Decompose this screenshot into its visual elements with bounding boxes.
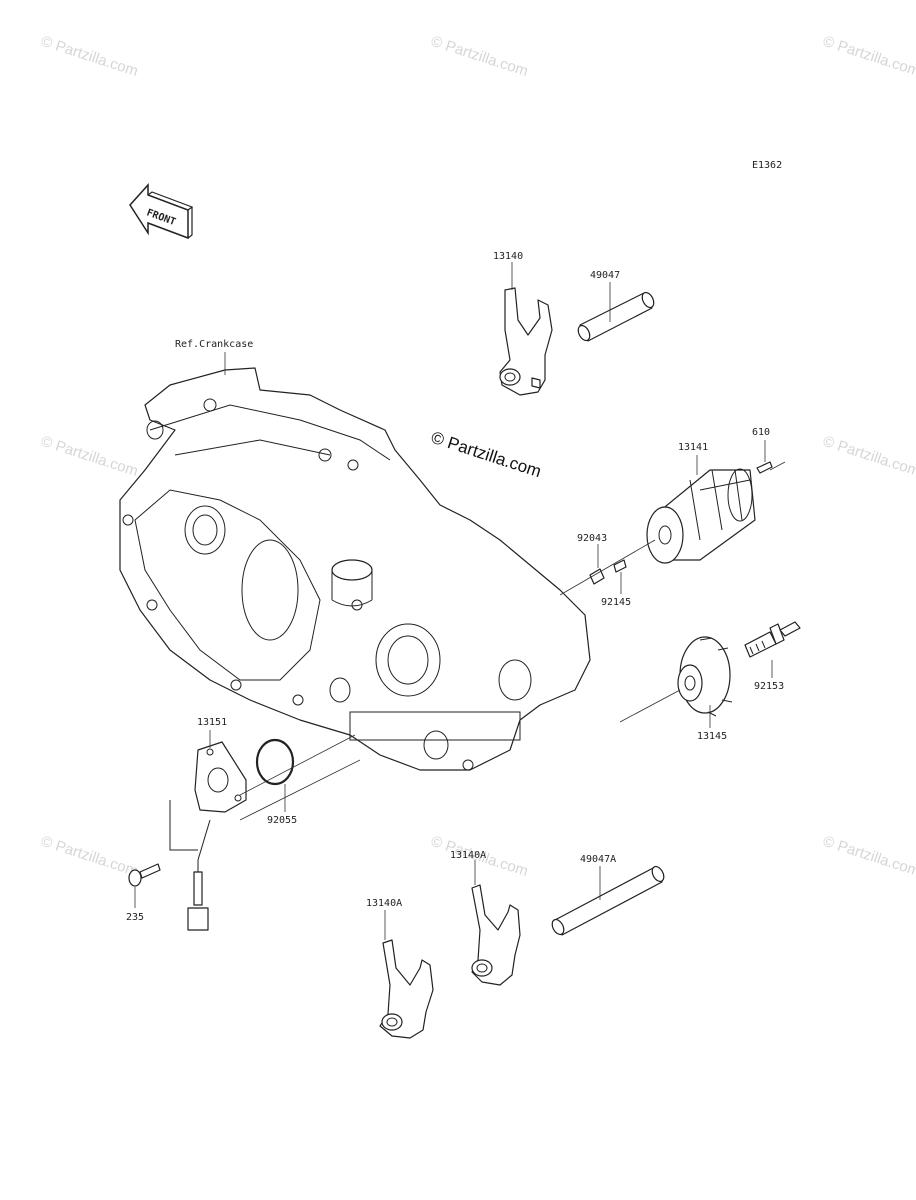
label-92055: 92055 bbox=[267, 815, 297, 826]
label-92145: 92145 bbox=[601, 597, 631, 608]
shift-cam-13145 bbox=[677, 636, 733, 717]
label-49047a: 49047A bbox=[580, 854, 616, 865]
label-92153: 92153 bbox=[754, 681, 784, 692]
front-arrow-icon: FRONT bbox=[129, 183, 194, 240]
label-13141: 13141 bbox=[678, 442, 708, 453]
shift-rod-49047a bbox=[551, 865, 665, 936]
watermark-main: © Partzilla.com bbox=[429, 428, 544, 481]
pin-610 bbox=[756, 461, 773, 474]
watermark-tile-3: © Partzilla.com bbox=[821, 33, 916, 80]
shift-fork-13140 bbox=[499, 287, 553, 396]
watermark-tile-6: © Partzilla.com bbox=[39, 833, 140, 880]
neutral-switch-cover-13151 bbox=[169, 741, 247, 931]
diagram-code: E1362 bbox=[752, 160, 782, 171]
label-ref-crankcase: Ref.Crankcase bbox=[175, 339, 253, 350]
label-13140a-lower: 13140A bbox=[366, 898, 402, 909]
watermark-tile-8: © Partzilla.com bbox=[821, 833, 916, 880]
label-92043: 92043 bbox=[577, 533, 607, 544]
pin-92043 bbox=[589, 568, 605, 585]
label-13140a-upper: 13140A bbox=[450, 850, 486, 861]
watermark-tile-1: © Partzilla.com bbox=[39, 33, 140, 80]
screw-235 bbox=[128, 863, 161, 887]
label-610: 610 bbox=[752, 427, 770, 438]
label-13145: 13145 bbox=[697, 731, 727, 742]
shift-drum-13141 bbox=[646, 468, 756, 564]
o-ring-92055 bbox=[255, 738, 295, 786]
shift-fork-13140a-upper bbox=[471, 884, 521, 986]
label-235: 235 bbox=[126, 912, 144, 923]
watermark-tile-4: © Partzilla.com bbox=[39, 433, 140, 480]
watermark-tile-5: © Partzilla.com bbox=[821, 433, 916, 480]
crankcase bbox=[119, 352, 591, 771]
label-13140: 13140 bbox=[493, 251, 523, 262]
shift-rod-49047 bbox=[577, 291, 655, 342]
label-13151: 13151 bbox=[197, 717, 227, 728]
shift-fork-13140a-lower bbox=[379, 939, 434, 1039]
watermark-tile-2: © Partzilla.com bbox=[429, 33, 530, 80]
spring-92145 bbox=[613, 559, 627, 573]
bolt-92153 bbox=[744, 621, 801, 658]
label-49047: 49047 bbox=[590, 270, 620, 281]
